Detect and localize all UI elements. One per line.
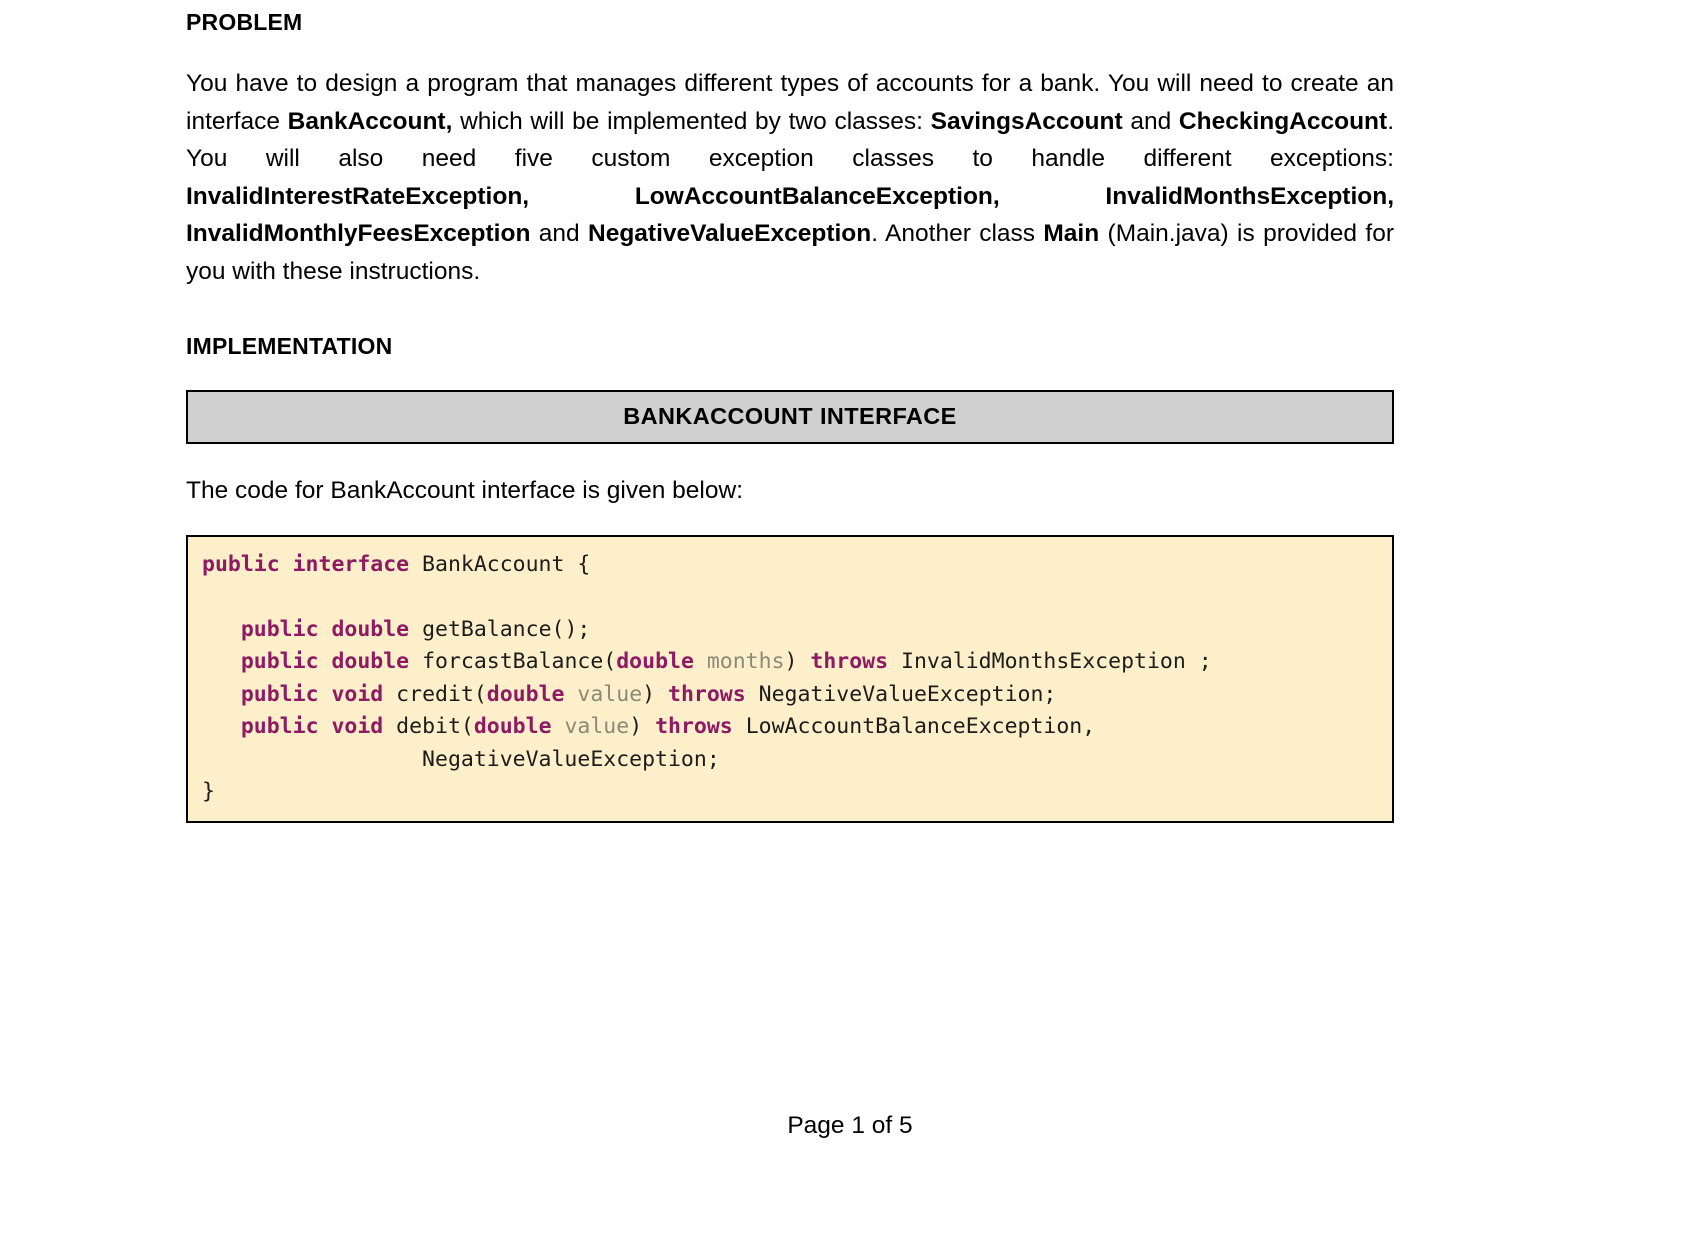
problem-paragraph: You have to design a program that manage…: [186, 70, 1394, 285]
page-content: PROBLEM You have to design a program tha…: [186, 0, 1394, 823]
code-block: public interface BankAccount { public do…: [186, 534, 1394, 823]
bankaccount-interface-banner: BANKACCOUNT INTERFACE: [186, 389, 1394, 444]
section-heading-implementation: IMPLEMENTATION: [186, 333, 393, 360]
page-footer: Page 1 of 5: [787, 1112, 913, 1139]
section-heading-problem: PROBLEM: [186, 9, 303, 35]
code-caption: The code for BankAccount interface is gi…: [186, 476, 744, 504]
banner-label: BANKACCOUNT INTERFACE: [623, 403, 957, 430]
code-content: public interface BankAccount { public do…: [202, 551, 1212, 805]
